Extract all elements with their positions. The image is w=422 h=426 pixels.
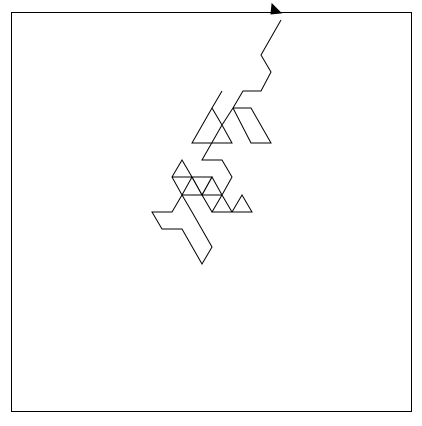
trail-segment (191, 175, 223, 197)
trail-segment (191, 90, 233, 144)
trail-segment (151, 19, 282, 265)
trail-segment (232, 107, 272, 144)
trail-segment (231, 194, 253, 213)
canvas-frame (11, 12, 412, 412)
turtle-path (151, 19, 282, 265)
arrowhead-icon (270, 2, 283, 15)
trail-segment (172, 176, 233, 213)
